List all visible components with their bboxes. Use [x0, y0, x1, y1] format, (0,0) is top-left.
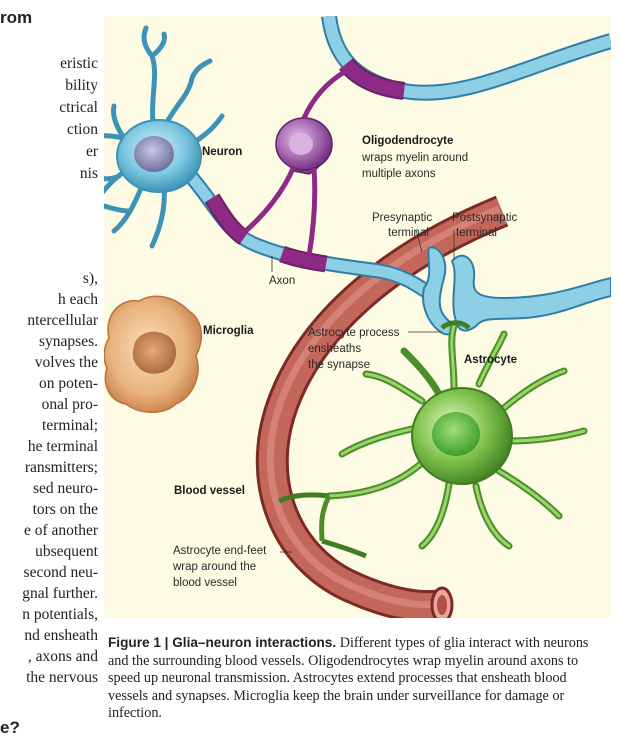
- column-text-line: eristic: [60, 55, 98, 72]
- column-text-line: ransmitters;: [24, 459, 98, 476]
- glia-neuron-illustration: Neuron Oligodendrocyte wraps myelin arou…: [104, 16, 611, 618]
- column-text-line: ntercellular: [27, 312, 98, 329]
- column-text-line: tors on the: [32, 501, 98, 518]
- column-text-line: volves the: [34, 354, 98, 371]
- column-text-line: s),: [82, 270, 98, 287]
- column-text-line: sed neuro-: [33, 480, 98, 497]
- column-text-line: second neu-: [23, 564, 98, 581]
- label-endfeet-line2: wrap around the: [172, 561, 256, 573]
- column-text-line: nd ensheath: [24, 627, 98, 644]
- column-text-line: onal pro-: [41, 396, 98, 413]
- column-text-line: n potentials,: [22, 606, 98, 623]
- column-text-line: ction: [67, 121, 98, 138]
- microglia: [104, 295, 203, 413]
- label-oligodendrocyte-title: Oligodendrocyte: [362, 135, 453, 147]
- column-text-line: , axons and: [27, 648, 98, 665]
- left-text-column: rom eristic bility ctrical ction er nis s), h e…: [0, 0, 104, 742]
- label-astrocyte-process-line1: Astrocyte process: [308, 327, 400, 339]
- column-text-line: terminal;: [42, 417, 98, 434]
- figure-panel: Neuron Oligodendrocyte wraps myelin arou…: [104, 16, 611, 618]
- label-endfeet-line1: Astrocyte end-feet: [173, 545, 267, 557]
- label-presynaptic-line1: Presynaptic: [372, 212, 432, 224]
- column-text-line: synapses.: [39, 333, 98, 350]
- upper-axon: [321, 16, 611, 101]
- oligodendrocyte: [240, 68, 348, 257]
- label-axon: Axon: [269, 275, 295, 287]
- label-microglia: Microglia: [203, 325, 254, 337]
- label-neuron: Neuron: [202, 146, 242, 158]
- column-text-line: h each: [57, 291, 98, 308]
- column-text-line: bility: [65, 77, 98, 94]
- column-heading-bottom: e?: [0, 718, 20, 737]
- main-axon: [180, 165, 438, 303]
- label-postsynaptic-line2: terminal: [456, 227, 497, 239]
- column-text-line: er: [85, 143, 98, 160]
- column-text-line: ubsequent: [35, 543, 98, 560]
- astrocyte: [277, 320, 588, 559]
- neuron: [104, 25, 225, 249]
- label-astrocyte: Astrocyte: [464, 354, 517, 366]
- column-text-line: ctrical: [59, 99, 98, 116]
- label-astrocyte-process-line2: ensheaths: [308, 343, 361, 355]
- label-astrocyte-process-line3: the synapse: [308, 359, 370, 371]
- column-text-line: e of another: [23, 522, 98, 539]
- label-postsynaptic-line1: Postsynaptic: [452, 212, 517, 224]
- column-text-line: he terminal: [27, 438, 98, 455]
- label-blood-vessel: Blood vessel: [174, 485, 245, 497]
- label-oligodendrocyte-line2: multiple axons: [362, 168, 436, 180]
- caption-body: Different types of glia interact with ne…: [108, 635, 589, 722]
- label-presynaptic-line2: terminal: [388, 227, 429, 239]
- column-text-line: the nervous: [26, 669, 98, 686]
- label-oligodendrocyte-line1: wraps myelin around: [361, 152, 468, 164]
- column-text-line: on poten-: [39, 375, 98, 392]
- column-text-line: gnal further.: [22, 585, 98, 602]
- figure-caption: Figure 1 | Glia–neuron interactions. Dif…: [108, 634, 608, 723]
- column-text-line: nis: [79, 165, 98, 182]
- caption-title: Figure 1 | Glia–neuron interactions.: [108, 635, 337, 650]
- label-endfeet-line3: blood vessel: [173, 577, 237, 589]
- leader-lines: [271, 229, 455, 553]
- column-heading-top: rom: [0, 8, 33, 27]
